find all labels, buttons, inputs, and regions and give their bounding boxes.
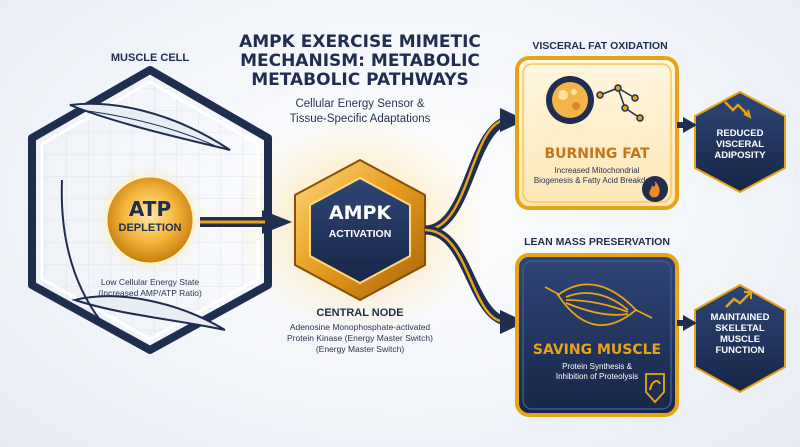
reduced-line-3: ADIPOSITY (714, 150, 766, 161)
maintained-line-3: MUSCLE (719, 334, 761, 345)
bicep-icon (645, 373, 665, 404)
arrow-to-reduced (683, 117, 697, 133)
maintained-function-hexagon (694, 283, 786, 394)
atp-label: ATP (128, 197, 172, 221)
trend-up-icon (725, 292, 751, 308)
lean-mass-panel (515, 253, 679, 417)
muscle-fiber-top-icon (69, 102, 231, 151)
ampk-description: Adenosine Monophosphate-activated Protei… (270, 322, 450, 355)
lean-mass-label: LEAN MASS PRESERVATION (524, 236, 670, 248)
maintained-line-2: SKELETAL (715, 323, 765, 334)
subtitle: Cellular Energy Sensor & Tissue-Specific… (250, 97, 470, 127)
burning-fat-description: Increased Mitochondrial Biogenesis & Fat… (525, 166, 669, 186)
energy-state-text: Low Cellular Energy State (Increased AMP… (80, 277, 220, 299)
energy-state-line-2: (Increased AMP/ATP Ratio) (98, 288, 202, 298)
visceral-fat-panel (515, 56, 679, 210)
saving-muscle-desc-line-2: Inhibition of Proteolysis (555, 372, 639, 381)
reduced-line-1: REDUCED (716, 128, 764, 139)
subtitle-line-2: Tissue-Specific Adaptations (289, 113, 431, 125)
arrow-to-maintained (683, 315, 697, 331)
ampk-desc-line-1: Adenosine Monophosphate-activated (289, 322, 431, 332)
activation-label: ACTIVATION (328, 228, 392, 240)
energy-state-line-1: Low Cellular Energy State (100, 277, 200, 287)
maintained-line-4: FUNCTION (715, 345, 765, 356)
ampk-desc-line-3: (Energy Master Switch) (315, 344, 405, 354)
title-line-3: METABOLIC PATHWAYS (251, 70, 469, 90)
muscle-fiber-icon (544, 283, 653, 327)
visceral-label: VISCERAL FAT OXIDATION (532, 40, 668, 52)
molecule-icon (596, 84, 644, 122)
depletion-label: DEPLETION (118, 222, 182, 234)
burning-fat-desc-line-1: Increased Mitochondrial (554, 166, 640, 175)
burning-fat-desc-line-2: Biogenesis & Fatty Acid Breakdown (533, 176, 661, 185)
title-line-2: MECHANISM: METABOLIC (240, 51, 480, 71)
saving-muscle-desc-line-1: Protein Synthesis & (562, 362, 632, 371)
maintained-line-1: MAINTAINED (710, 312, 770, 323)
page-title: AMPK EXERCISE MIMETIC MECHANISM: METABOL… (225, 33, 495, 90)
muscle-fiber-bottom-icon (71, 295, 226, 331)
ampk-desc-line-2: Protein Kinase (Energy Master Switch) (287, 333, 433, 343)
ampk-hexagon (294, 158, 426, 302)
subtitle-line-1: Cellular Energy Sensor & (295, 98, 425, 110)
central-node-label: CENTRAL NODE (316, 307, 404, 319)
muscle-cell-label: MUSCLE CELL (110, 52, 190, 64)
saving-muscle-description: Protein Synthesis & Inhibition of Proteo… (525, 362, 669, 382)
saving-muscle-heading: SAVING MUSCLE (532, 342, 662, 358)
trend-down-icon (724, 101, 749, 116)
reduced-adiposity-hexagon (694, 90, 786, 194)
maintained-function-text: MAINTAINED SKELETAL MUSCLE FUNCTION (698, 312, 782, 356)
title-line-1: AMPK EXERCISE MIMETIC (239, 32, 481, 52)
burning-fat-heading: BURNING FAT (544, 146, 650, 162)
reduced-line-2: VISCERAL (715, 139, 765, 150)
atp-depletion-circle (104, 174, 196, 266)
ampk-label: AMPK (328, 202, 392, 224)
reduced-adiposity-text: REDUCED VISCERAL ADIPOSITY (698, 128, 782, 161)
